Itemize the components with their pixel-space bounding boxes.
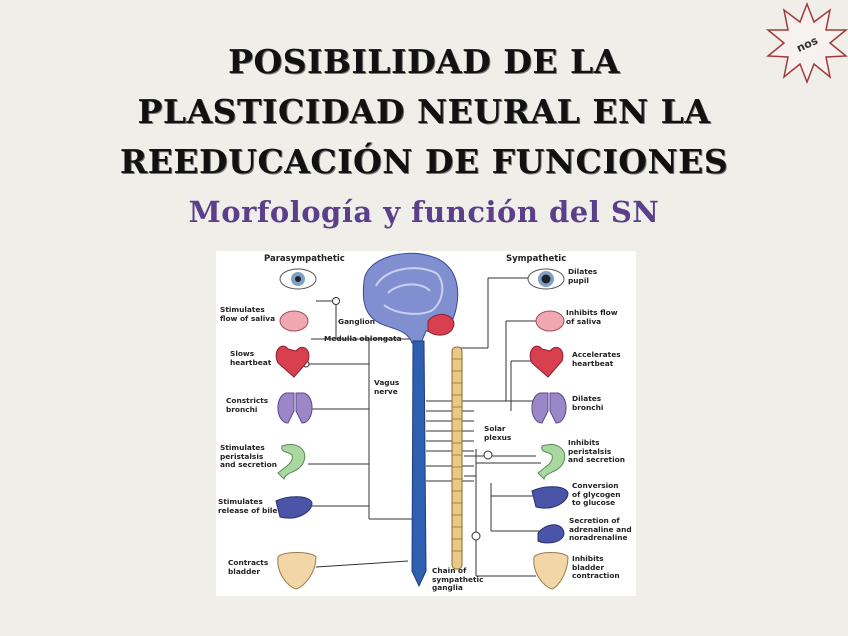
label-medulla-oblongata: Medulla oblongata (324, 334, 402, 343)
sympathetic-header: Sympathetic (506, 254, 567, 264)
badge-stamp-icon: nos (766, 2, 848, 84)
label-release-of-bile: Stimulates release of bile (218, 497, 278, 515)
right-adrenal-icon (537, 524, 565, 544)
right-lungs-icon (531, 392, 567, 424)
slide-title-line-1: POSIBILIDAD DE LA (228, 42, 620, 81)
slide-title-line-2: PLASTICIDAD NEURAL EN LA (137, 92, 711, 131)
left-stomach-icon (277, 444, 306, 480)
right-salivary-gland-icon (535, 310, 565, 332)
label-inhibits-peristalsis: Inhibits peristalsis and secretion (568, 438, 625, 464)
label-inhibits-bladder: Inhibits bladder contraction (572, 554, 620, 580)
label-dilates-bronchi: Dilates bronchi (572, 394, 604, 412)
parasympathetic-header: Parasympathetic (264, 254, 345, 264)
label-stimulates-saliva: Stimulates flow of saliva (220, 305, 276, 323)
diagram-drawing (275, 252, 569, 590)
label-dilates-pupil: Dilates pupil (568, 267, 598, 285)
label-accelerates-heartbeat: Accelerates heartbeat (572, 350, 621, 368)
label-inhibits-saliva: Inhibits flow of saliva (566, 308, 618, 326)
right-bladder-icon (533, 552, 569, 590)
left-heart-icon (275, 345, 310, 378)
label-slows-heartbeat: Slows heartbeat (230, 349, 272, 367)
left-bladder-icon (277, 552, 317, 590)
label-constricts-bronchi: Constricts bronchi (226, 396, 269, 414)
right-eye-icon (527, 268, 565, 290)
left-eye-icon (279, 268, 317, 290)
label-conversion-of-glycogen: Conversion of glycogen to glucose (572, 481, 621, 507)
left-liver-icon (275, 496, 313, 519)
label-solar-plexus: Solar plexus (484, 424, 512, 442)
left-salivary-gland-icon (279, 310, 309, 332)
slide-title-line-3: REEDUCACIÓN DE FUNCIONES (119, 142, 729, 181)
label-secretion-of-adrenaline: Secretion of adrenaline and noradrenalin… (569, 516, 632, 542)
right-heart-icon (529, 345, 564, 378)
label-stimulates-peristalsis: Stimulates peristalsis and secretion (220, 443, 277, 469)
autonomic-nervous-system-diagram: Parasympathetic Sympathetic Stimulates f… (216, 251, 636, 596)
label-contracts-bladder: Contracts bladder (228, 558, 269, 576)
left-lungs-icon (277, 392, 313, 424)
label-chain-of-sympathetic-ganglia: Chain of sympathetic ganglia (432, 566, 484, 592)
right-liver-icon (531, 486, 569, 509)
slide-subtitle: Morfología y función del SN (188, 195, 660, 229)
right-stomach-icon (537, 444, 566, 480)
label-ganglion: Ganglion (338, 317, 376, 326)
label-vagus-nerve: Vagus nerve (374, 378, 400, 396)
